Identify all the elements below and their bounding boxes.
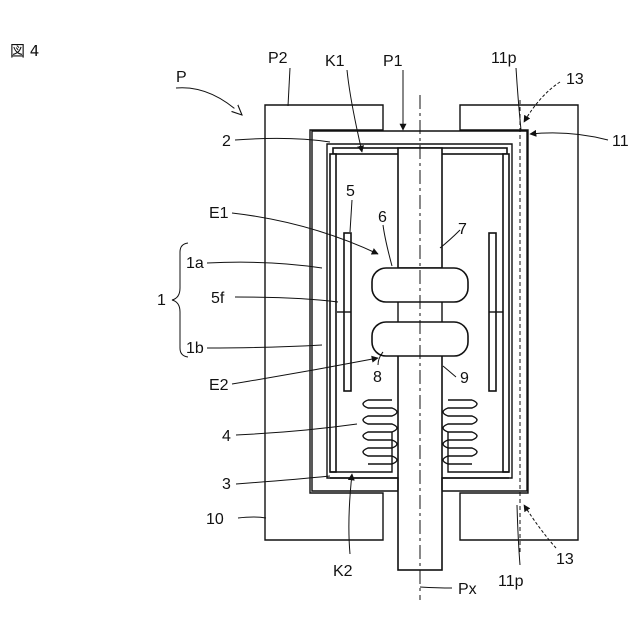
label-5: 5 — [346, 183, 355, 200]
label-1a: 1a — [186, 255, 204, 272]
label-6: 6 — [378, 209, 387, 226]
label-K2: K2 — [333, 563, 353, 580]
label-1: 1 — [157, 292, 166, 309]
label-13-top: 13 — [566, 71, 584, 88]
label-E2: E2 — [209, 377, 229, 394]
label-P1: P1 — [383, 53, 403, 70]
label-3: 3 — [222, 476, 231, 493]
label-2: 2 — [222, 133, 231, 150]
label-Px: Px — [458, 581, 477, 598]
label-11: 11 — [612, 133, 629, 150]
figure-number: 図 4 — [10, 42, 39, 60]
label-P2: P2 — [268, 50, 288, 67]
label-9: 9 — [460, 370, 469, 387]
label-11p-top: 11p — [491, 50, 517, 67]
label-4: 4 — [222, 428, 231, 445]
label-10: 10 — [206, 511, 224, 528]
label-8: 8 — [373, 369, 382, 386]
label-1b: 1b — [186, 340, 204, 357]
label-5f: 5f — [211, 290, 225, 307]
label-13-bottom: 13 — [556, 551, 574, 568]
label-K1: K1 — [325, 53, 345, 70]
label-P: P — [176, 69, 187, 86]
label-E1: E1 — [209, 205, 229, 222]
label-11p-bottom: 11p — [498, 573, 524, 590]
label-7: 7 — [458, 221, 467, 238]
